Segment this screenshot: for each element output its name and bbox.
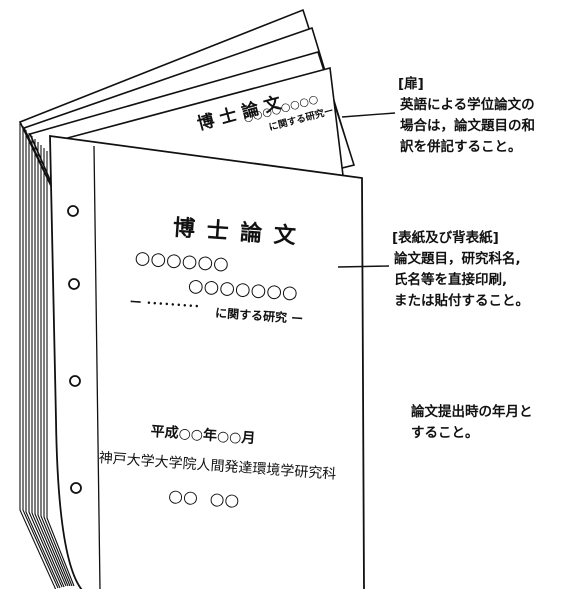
callout-cover-line: 論文題目，研究科名, xyxy=(394,251,521,267)
front-cover xyxy=(49,134,365,589)
cover-date: 平成○○年○○月 xyxy=(150,423,256,448)
cover-ovals-line2: ○○○○○○○ xyxy=(187,274,299,304)
callout-cover-line: 氏名等を直接印刷, xyxy=(394,272,508,288)
callout-cover: [表紙及び背表紙] 論文題目，研究科名, 氏名等を直接印刷, または貼付すること… xyxy=(392,228,529,312)
callout-date-note-line: すること。 xyxy=(411,425,479,441)
binding-hole xyxy=(67,205,79,217)
callout-title-page-line: 場合は，論文題目の和 xyxy=(400,118,535,134)
leader-cover xyxy=(337,265,390,268)
callout-date-note-line: 論文提出時の年月と xyxy=(411,404,533,420)
binding-hole xyxy=(70,482,82,494)
thesis-book-illustration xyxy=(18,8,396,589)
cover-subtitle: に関する研究 ー xyxy=(214,305,304,327)
callout-title-page: [扉] 英語による学位論文の 場合は，論文題目の和 訳を併記すること。 xyxy=(398,74,535,158)
callout-cover-heading: [表紙及び背表紙] xyxy=(392,230,499,246)
page-stack-edges xyxy=(19,122,75,589)
cover-subtitle-dots: ー ･････････ xyxy=(129,294,201,314)
cover-ovals-line1: ○○○○○○ xyxy=(134,247,230,275)
binding-hole xyxy=(69,375,81,387)
cover-name: ○○ ○○ xyxy=(167,486,240,512)
callout-title-page-line: 訳を併記すること。 xyxy=(400,139,522,155)
cover-fold-line xyxy=(93,145,101,589)
callout-date-note: 論文提出時の年月と すること。 xyxy=(411,402,533,444)
cover-school: 神戸大学大学院人間発達環境学研究科 xyxy=(98,450,337,483)
callout-leaders xyxy=(337,112,396,268)
binding-holes xyxy=(67,205,82,494)
cover-heading: 博 士 論 文 xyxy=(172,214,299,250)
callout-title-page-heading: [扉] xyxy=(398,76,424,92)
callout-title-page-line: 英語による学位論文の xyxy=(400,97,535,113)
callout-cover-line: または貼付すること。 xyxy=(394,293,529,309)
leader-title-page xyxy=(341,112,396,118)
binding-hole xyxy=(68,278,80,290)
